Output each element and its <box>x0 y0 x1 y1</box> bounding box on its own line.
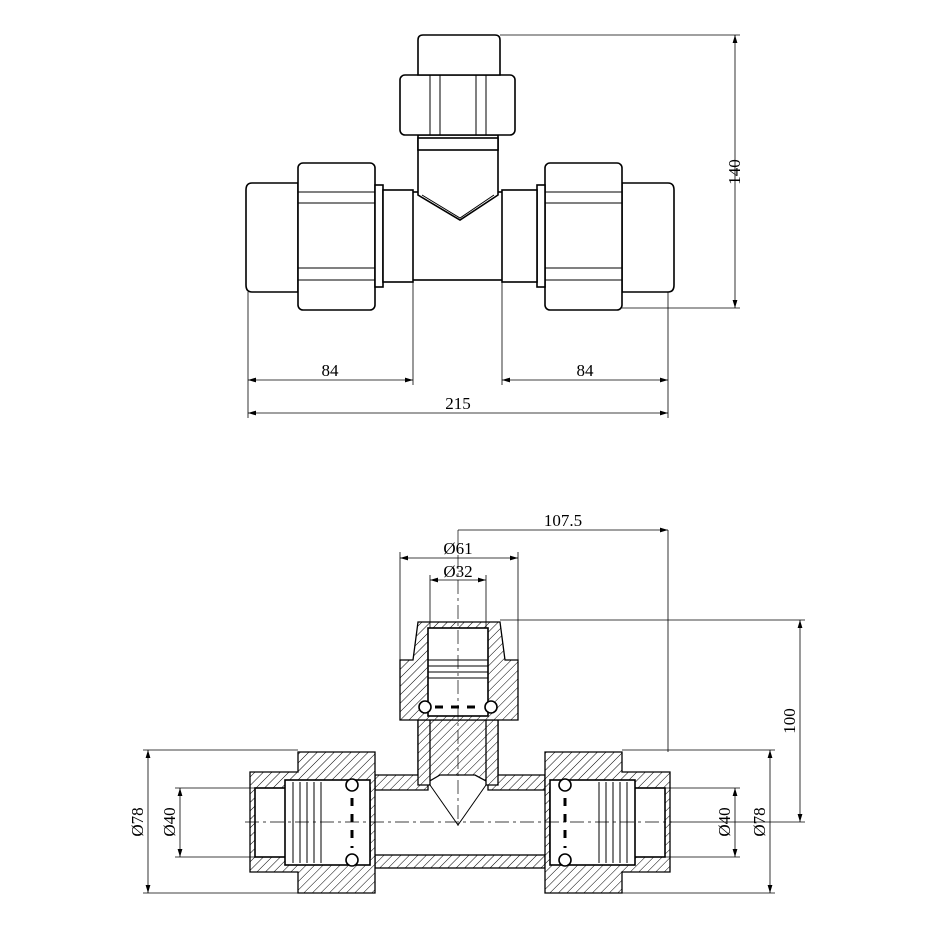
dim-215: 215 <box>445 394 471 413</box>
branch-cap <box>417 34 501 76</box>
dim-107-5: 107.5 <box>544 511 582 530</box>
dim-d40-right: Ø40 <box>715 807 734 836</box>
dim-d61: Ø61 <box>443 539 472 558</box>
dim-d78-right: Ø78 <box>750 807 769 836</box>
dim-100: 100 <box>780 708 799 734</box>
dim-d32: Ø32 <box>443 562 472 581</box>
dim-d78-left: Ø78 <box>128 807 147 836</box>
left-cap <box>245 182 299 293</box>
right-nut <box>544 162 623 311</box>
dim-d40-left: Ø40 <box>160 807 179 836</box>
dim-84-left: 84 <box>322 361 340 380</box>
section-view: 107.5 Ø61 Ø32 100 Ø78 Ø40 Ø40 Ø78 <box>128 511 805 894</box>
dim-84-right: 84 <box>577 361 595 380</box>
left-nut <box>297 162 376 311</box>
top-view: 140 84 84 215 <box>245 34 744 418</box>
body-top-wall <box>374 719 546 791</box>
dim-140: 140 <box>725 159 744 185</box>
body-bottom-wall <box>374 854 546 869</box>
branch-nut <box>399 74 516 136</box>
right-cap <box>621 182 675 293</box>
